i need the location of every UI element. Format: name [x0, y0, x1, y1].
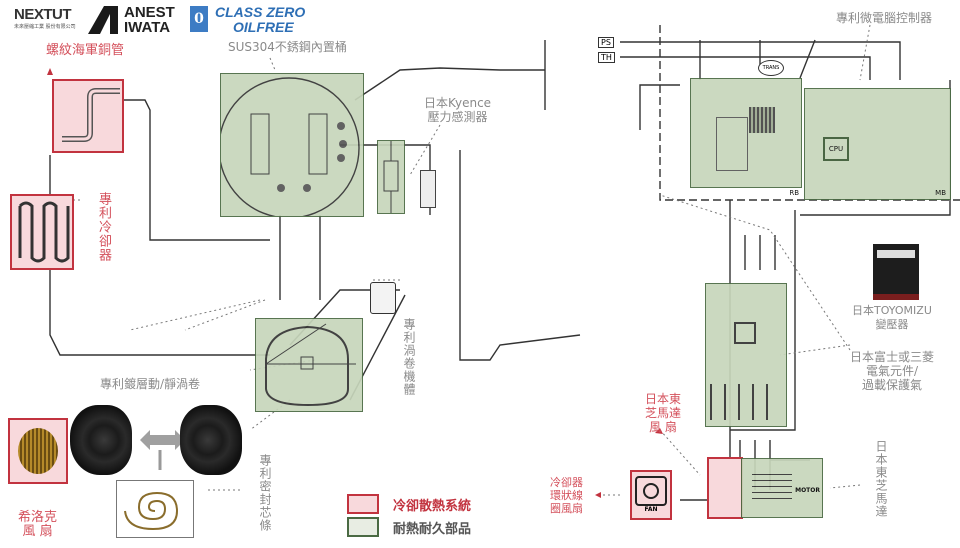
motor-box[interactable]: MOTOR: [741, 458, 823, 518]
patent-coated-scroll-label: 專利鍍層動/靜渦卷: [100, 377, 201, 391]
tank-drawing: [221, 77, 360, 216]
microcontroller-label: 專利微電腦控制器: [836, 11, 933, 25]
stainless-tank-box[interactable]: [220, 73, 364, 217]
sensor-icon: [383, 141, 399, 213]
overload-relay: [710, 384, 770, 420]
sirocco-fan-label: 希洛克 風 扇: [18, 510, 58, 539]
motor-label: 日本東芝馬達: [874, 440, 888, 518]
threaded-pipe-box[interactable]: [52, 79, 124, 153]
anest-iwata-mark: [88, 6, 118, 34]
patent-seal-label: 專利密封芯條: [258, 454, 272, 532]
fan-icon: [635, 476, 667, 506]
coil-icon: [18, 201, 70, 263]
main-board-box[interactable]: CPU MB: [804, 88, 951, 200]
scroll-compressor-drawing: [265, 323, 356, 407]
sirocco-fan-icon: [18, 428, 58, 474]
spiral-seal-icon: [124, 491, 179, 531]
cooler-fan-label: 冷卻器 環狀線 圈風扇: [550, 476, 583, 515]
patent-scroll-body-label: 專利渦卷機體: [402, 318, 416, 396]
electrical-components-label: 日本富士或三菱 電氣元件/ 過載保護氣: [850, 350, 935, 392]
scroll-inlet-fitting: [370, 282, 396, 314]
relay-block: [716, 117, 748, 171]
motor-fins: [752, 469, 792, 499]
mb-tag: MB: [935, 189, 946, 197]
fixed-scroll-image: [180, 405, 242, 475]
class-zero-logo: CLASS ZERO OILFREE: [215, 4, 306, 35]
sirocco-fan-box[interactable]: [8, 418, 68, 484]
legend-item-durable: 耐熱耐久部品: [347, 517, 471, 537]
scroll-body-box[interactable]: [255, 318, 363, 412]
relay-board-box[interactable]: RB: [690, 78, 802, 197]
legend-item-cooling: 冷卻散熱系統: [347, 494, 471, 514]
heatsink: [749, 107, 775, 133]
cpu-chip: CPU: [823, 137, 849, 161]
contactor-box[interactable]: [705, 283, 787, 427]
transformer-label: 日本TOYOMIZU 變壓器: [852, 304, 932, 331]
pressure-sensor-box[interactable]: [377, 140, 405, 214]
patent-cooler-label: 專利冷卻器: [96, 192, 111, 262]
anest-iwata-logo: ANEST IWATA: [124, 4, 175, 36]
seal-strip-box[interactable]: [116, 480, 194, 538]
transformer-tag: TRANS: [758, 60, 784, 76]
stainless-tank-label: SUS304不銹鋼內置桶: [228, 40, 347, 54]
s-pipe-icon: [62, 88, 120, 142]
cooler-fan-box[interactable]: FAN: [630, 470, 672, 520]
fan-tag: FAN: [644, 506, 658, 513]
nextut-logo: NEXTUT 未來壓縮工業 股份有限公司: [14, 6, 76, 30]
patent-cooler-box[interactable]: [10, 194, 74, 270]
legend-swatch-durable: [347, 517, 379, 537]
orbiting-scroll-image: [70, 405, 132, 475]
transformer-image: [873, 244, 919, 300]
contactor-coil: [734, 322, 756, 344]
threaded-pipe-label: 螺紋海軍銅管: [46, 43, 125, 58]
th-tag: TH: [598, 52, 615, 63]
ps-tag: PS: [598, 37, 614, 48]
rb-tag: RB: [789, 189, 799, 197]
motor-tag: MOTOR: [795, 487, 820, 494]
motor-fan-box[interactable]: [707, 457, 743, 519]
pressure-sensor-label: 日本Kyence 壓力感測器: [424, 96, 492, 124]
motor-fan-label: 日本東 芝馬達 風 扇: [645, 392, 682, 434]
legend-swatch-cooling: [347, 494, 379, 514]
class-zero-badge: 0: [190, 6, 208, 32]
valve-component: [420, 170, 436, 208]
